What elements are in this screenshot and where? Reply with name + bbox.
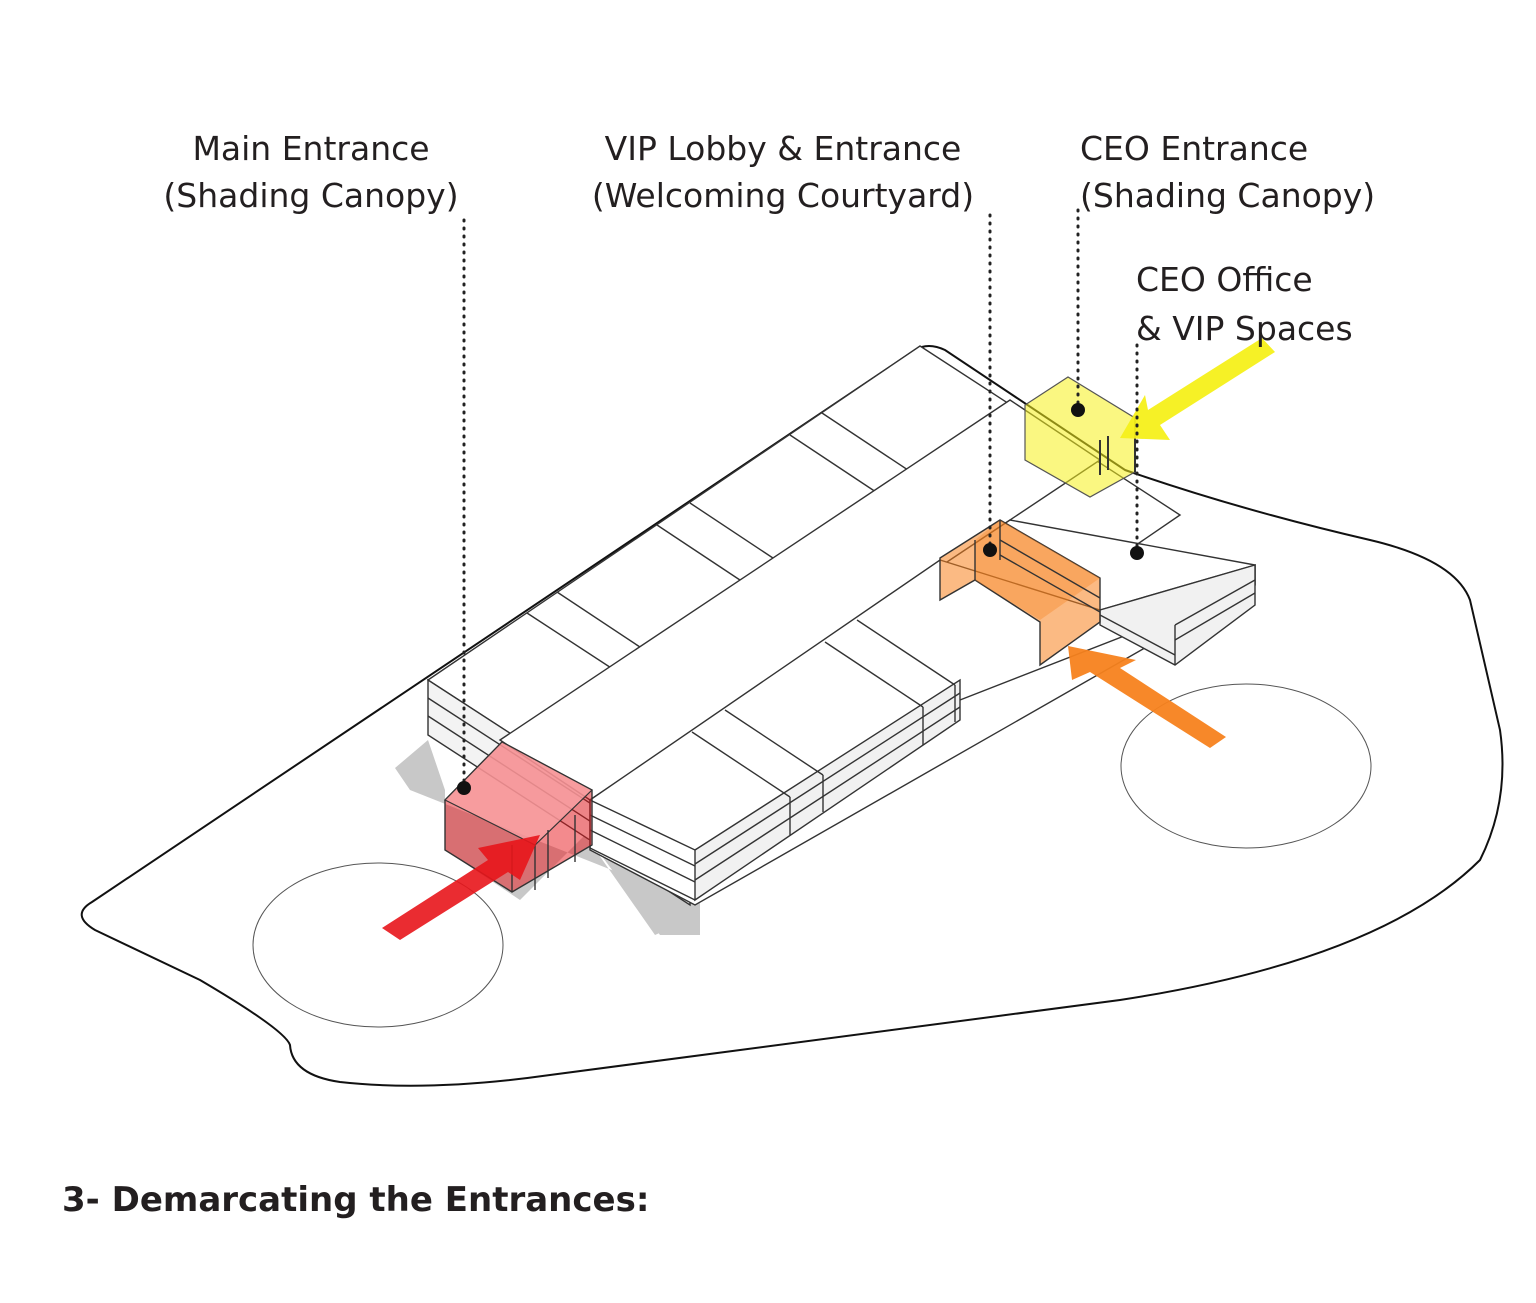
ceo-office-label-line1: CEO Office xyxy=(1136,260,1313,299)
main-entrance-arrow xyxy=(382,835,540,940)
ceo-entrance-marker xyxy=(1071,403,1085,417)
main-entrance-label-line1: Main Entrance xyxy=(192,129,429,168)
ceo-canopy-volume xyxy=(1024,376,1136,498)
ceo-entrance-arrow xyxy=(1120,338,1275,440)
dropoff-circle-left xyxy=(252,862,504,1028)
vip-lobby-label-line1: VIP Lobby & Entrance xyxy=(605,129,962,168)
vip-lobby-label-line2: (Welcoming Courtyard) xyxy=(592,176,974,215)
main-entrance-marker xyxy=(457,781,471,795)
main-entrance-label-line2: (Shading Canopy) xyxy=(163,176,458,215)
main-entrance-canopy-volume xyxy=(443,741,594,893)
ceo-office-marker xyxy=(1130,546,1144,560)
leader-lines xyxy=(462,208,1139,790)
dropoff-circle-right xyxy=(1120,683,1372,849)
ceo-entrance-label-line2: (Shading Canopy) xyxy=(1080,176,1375,215)
vip-entrance-arrow xyxy=(1068,646,1226,748)
vip-courtyard-volume xyxy=(939,519,1101,667)
ceo-office-label-line2: & VIP Spaces xyxy=(1136,309,1353,348)
ceo-entrance-label-line1: CEO Entrance xyxy=(1080,129,1308,168)
figure-caption: 3- Demarcating the Entrances: xyxy=(62,1180,650,1220)
vip-lobby-marker xyxy=(983,543,997,557)
